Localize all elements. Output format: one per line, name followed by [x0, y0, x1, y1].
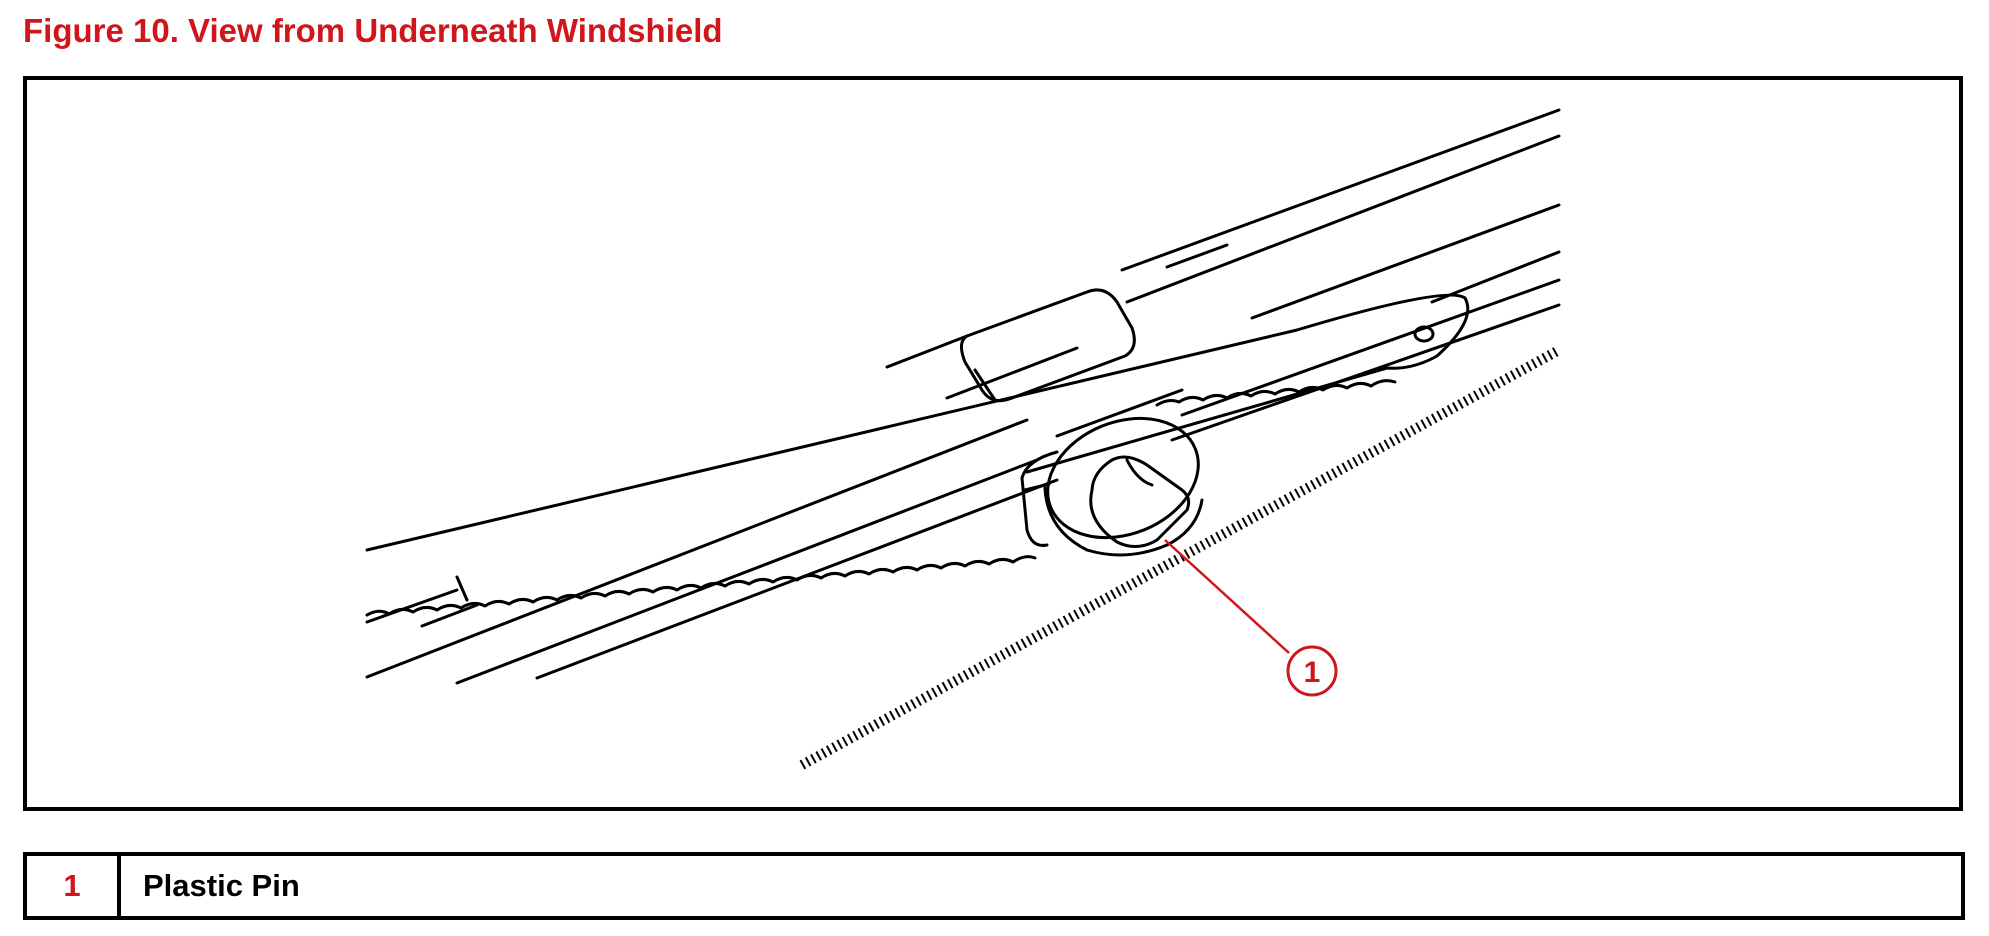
figure-title: Figure 10. View from Underneath Windshie… [23, 12, 723, 49]
callout-leader-line [1164, 539, 1290, 654]
windshield-edge-hatch [799, 345, 1562, 770]
callout-circle [1286, 645, 1338, 697]
legend-table: 1 Plastic Pin [23, 852, 1965, 920]
callout-1: 1 [1164, 539, 1338, 697]
wiper-illustration: 1 [365, 108, 1562, 770]
figure-frame: 1 [23, 76, 1963, 811]
callout-number: 1 [1304, 656, 1321, 689]
legend-row: 1 Plastic Pin [23, 852, 1965, 920]
legend-label: Plastic Pin [117, 852, 1965, 920]
wiper-blade-lines [365, 108, 1561, 685]
legend-number: 1 [23, 852, 121, 920]
